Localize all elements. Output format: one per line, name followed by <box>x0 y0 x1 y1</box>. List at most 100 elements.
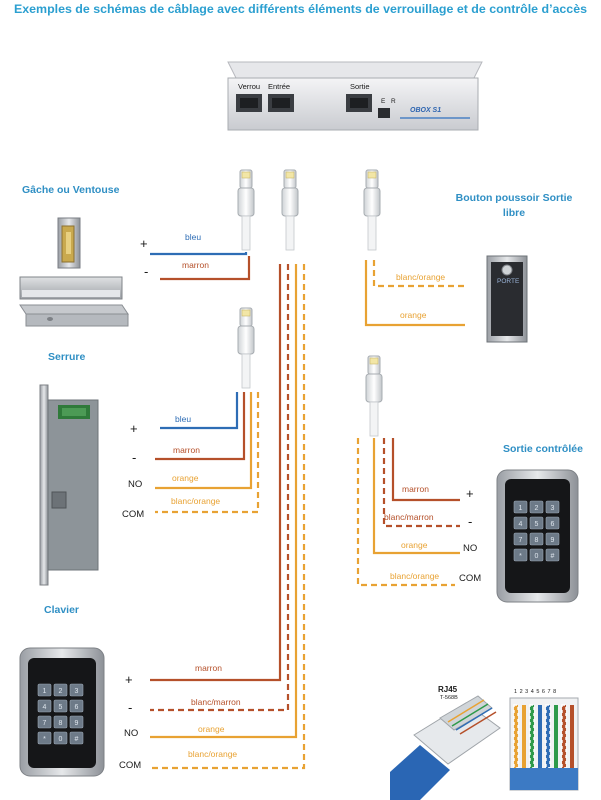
clavier-no: NO <box>124 728 139 739</box>
keypad-key-label: 7 <box>519 537 523 544</box>
keypad-key <box>69 731 84 745</box>
keypad-key <box>545 500 560 514</box>
keypad-key <box>545 532 560 546</box>
rj45-cable-sortie <box>363 169 381 251</box>
keypad-key <box>529 532 544 546</box>
section-bouton-line2: libre <box>502 207 526 219</box>
clavier-com: COM <box>119 760 142 771</box>
pinout-wire <box>554 705 558 768</box>
keypad-key <box>545 516 560 530</box>
pinout-wire <box>514 705 518 768</box>
clavier-label-blanc-marron: blanc/marron <box>191 697 241 707</box>
serrure-minus: - <box>132 450 137 465</box>
serrure-no: NO <box>128 479 143 490</box>
section-bouton-line1: Bouton poussoir Sortie <box>455 192 573 204</box>
serrure-image <box>39 384 99 586</box>
keypad-key-label: 1 <box>519 505 523 512</box>
keypad-key <box>529 548 544 562</box>
clavier-label-blanc-orange: blanc/orange <box>188 749 238 759</box>
keypad-key-label: 5 <box>535 521 539 528</box>
keypad-key-label: 4 <box>43 704 47 711</box>
keypad-key-label: 9 <box>75 720 79 727</box>
rj45-plug-image <box>390 695 501 800</box>
keypad-key <box>37 699 52 713</box>
pinout-wire <box>530 705 534 768</box>
serrure-label-bleu: bleu <box>175 414 192 424</box>
clavier-wire-blanc-marron <box>150 264 290 712</box>
keypad-key <box>37 715 52 729</box>
pinout-wire <box>522 705 526 768</box>
keypad-key <box>69 683 84 697</box>
gache-minus: - <box>144 264 149 279</box>
rj45-cable-serrure <box>237 307 255 389</box>
gache-label-marron: marron <box>182 260 209 270</box>
keypad-key <box>53 683 68 697</box>
rj45-subtitle: T-568B <box>440 695 458 701</box>
bouton-poussoir-image <box>486 255 528 343</box>
keypad-key-label: 6 <box>75 704 79 711</box>
sortie-no: NO <box>463 543 478 554</box>
sortie-label-blanc-marron: blanc/marron <box>384 512 434 522</box>
keypad-key <box>513 500 528 514</box>
section-sortie-controlee: Sortie contrôlée <box>503 443 583 455</box>
clavier-wire-orange <box>150 264 298 739</box>
clavier-wire-marron <box>150 264 282 682</box>
serrure-wire-marron <box>155 392 246 461</box>
sortie-plus: + <box>466 486 474 501</box>
serrure-label-blanc-orange: blanc/orange <box>171 496 221 506</box>
clavier-minus: - <box>128 700 133 715</box>
keypad-key-label: 3 <box>75 688 79 695</box>
keypad-key <box>513 548 528 562</box>
rj45-cable-sortie-controlee <box>365 355 383 437</box>
clavier-label-marron: marron <box>195 663 222 673</box>
sortie-wire-orange <box>372 438 460 555</box>
brand-label: OBOX S1 <box>410 107 442 114</box>
keypad-key-label: 7 <box>43 720 47 727</box>
port-verrou-label: Verrou <box>238 82 261 91</box>
bouton-wire-blanc-orange <box>372 260 465 288</box>
keypad-key-label: 8 <box>535 537 539 544</box>
rj45-pin-numbers: 1 2 3 4 5 6 7 8 <box>514 689 557 695</box>
sortie-minus: - <box>468 514 473 529</box>
keypad-key <box>37 731 52 745</box>
gache-plus: + <box>140 236 148 251</box>
keypad-key <box>529 516 544 530</box>
keypad-key-label: # <box>551 553 555 560</box>
ventouse-image <box>19 276 129 327</box>
keypad-key-label: # <box>75 736 79 743</box>
sortie-wire-marron <box>391 438 460 502</box>
led-block <box>378 108 390 118</box>
bouton-wire-orange <box>364 260 465 327</box>
obox-s1-device <box>227 61 483 131</box>
gache-wire-marron <box>160 256 251 281</box>
serrure-label-marron: marron <box>173 445 200 455</box>
keypad-key-label: 0 <box>535 553 539 560</box>
keypad-key-label: 9 <box>551 537 555 544</box>
bouton-label-orange: orange <box>400 310 427 320</box>
keypad-key-label: * <box>519 553 522 560</box>
keypad-key-label: 4 <box>519 521 523 528</box>
led-r-label: R <box>391 98 396 105</box>
keypad-key <box>53 699 68 713</box>
gache-wire-bleu <box>150 252 248 256</box>
sortie-label-marron: marron <box>402 484 429 494</box>
button-porte-text: PORTE <box>497 278 520 285</box>
gache-label-bleu: bleu <box>185 232 202 242</box>
keypad-key <box>513 516 528 530</box>
keypad-key-label: 2 <box>535 505 539 512</box>
section-gache: Gâche ou Ventouse <box>22 184 120 196</box>
pinout-wire <box>562 705 566 768</box>
keypad-key <box>53 731 68 745</box>
serrure-com: COM <box>122 509 145 520</box>
gache-image <box>57 217 81 269</box>
keypad-key-label: 2 <box>59 688 63 695</box>
pinout-wire <box>538 705 542 768</box>
pinout-wire <box>570 705 574 768</box>
serrure-plus: + <box>130 421 138 436</box>
sortie-label-orange: orange <box>401 540 428 550</box>
serrure-wire-bleu <box>160 392 239 430</box>
rj45-cable-verrou <box>237 169 255 251</box>
